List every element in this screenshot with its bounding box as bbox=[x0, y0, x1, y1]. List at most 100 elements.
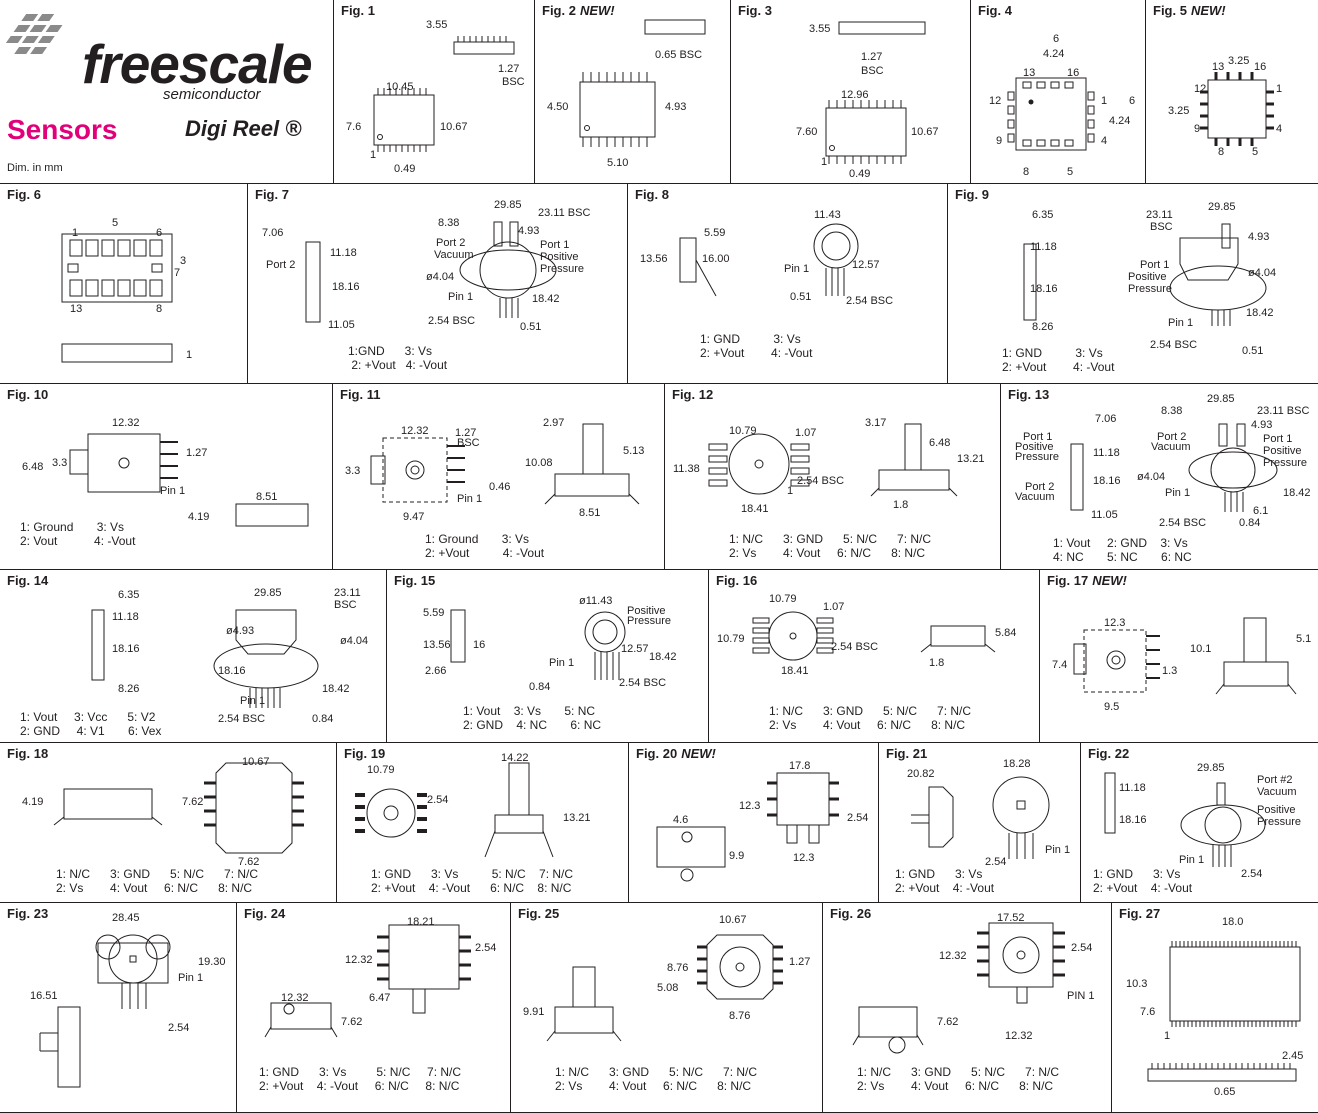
dim-label: 4.93 bbox=[665, 101, 686, 113]
dim-label: BSC bbox=[1150, 221, 1173, 233]
package-drawing-axial-unibody: 20.82 18.28 2.54 Pin 1 bbox=[907, 758, 1070, 868]
dim-label: 18.42 bbox=[322, 683, 350, 695]
dim-label: 9.5 bbox=[1104, 701, 1119, 713]
dim-label: 0.84 bbox=[529, 681, 550, 693]
dim-label: Pin 1 bbox=[784, 263, 809, 275]
dim-label: 4 bbox=[1276, 123, 1282, 135]
figure-title: Fig. 23 bbox=[7, 906, 49, 921]
dim-label: 2.54 bbox=[985, 856, 1006, 868]
dim-label: Positive bbox=[627, 605, 666, 617]
dim-label: 11.18 bbox=[1030, 241, 1057, 253]
figure-title: Fig. 26 bbox=[830, 906, 872, 921]
dim-label: 11.18 bbox=[1119, 782, 1146, 794]
figure-title: Fig. 9 bbox=[955, 187, 989, 202]
dim-label: 1.07 bbox=[795, 427, 816, 439]
dim-label: 8 bbox=[156, 303, 162, 315]
figure-title: Fig. 13 bbox=[1008, 387, 1050, 402]
pinout: 1: N/C 3: GND 5: N/C 7: N/C 2: Vs 4: Vou… bbox=[729, 532, 932, 560]
dim-label: 8.26 bbox=[118, 683, 139, 695]
dim-label: 6.47 bbox=[369, 992, 390, 1004]
dim-label: Port 2 bbox=[1025, 481, 1054, 493]
dim-label: 4.93 bbox=[1251, 419, 1272, 431]
dim-label: Positive bbox=[1257, 804, 1296, 816]
pinout: 1: GND 3: Vs 5: N/C 7: N/C 2: +Vout 4: -… bbox=[371, 867, 574, 895]
dim-label: 5.59 bbox=[704, 227, 725, 239]
dim-label: 10.67 bbox=[911, 126, 939, 138]
dim-label: ø4.04 bbox=[426, 271, 454, 283]
dim-label: Vacuum bbox=[1151, 441, 1191, 453]
dim-label: 2.54 BSC bbox=[831, 641, 878, 653]
dim-label: 2.54 bbox=[168, 1022, 189, 1034]
dim-label: 7.06 bbox=[262, 227, 283, 239]
brand-name: freescale bbox=[82, 33, 313, 95]
dim-label: Pin 1 bbox=[457, 493, 482, 505]
dim-label: Port 2 bbox=[266, 259, 295, 271]
dim-label: 0.84 bbox=[312, 713, 333, 725]
dim-label: 18.16 bbox=[112, 643, 140, 655]
dim-label: 1.27 bbox=[186, 447, 207, 459]
pinout: 1: N/C 3: GND 5: N/C 7: N/C 2: Vs 4: Vou… bbox=[857, 1065, 1060, 1093]
figure-14: Fig. 14 6.35 29.85 23.11 BSC 11.18 ø4.93… bbox=[0, 570, 387, 743]
dim-label: Vacuum bbox=[1257, 786, 1297, 798]
dim-label: Vacuum bbox=[1015, 491, 1055, 503]
package-drawing-dual-port: 29.85 23.11 BSC 7.06 8.38 4.93 11.18 Por… bbox=[262, 199, 590, 333]
dim-label: 12.32 bbox=[345, 954, 373, 966]
dim-label: Pin 1 bbox=[549, 657, 574, 669]
dim-label: 11.18 bbox=[330, 247, 357, 259]
dim-label: 8.51 bbox=[256, 491, 277, 503]
dim-label: 3.25 bbox=[1168, 105, 1189, 117]
dim-label: 8 bbox=[1023, 166, 1029, 178]
dim-label: ø4.04 bbox=[340, 635, 368, 647]
pinout: 1: GND 3: Vs 2: +Vout 4: -Vout bbox=[1093, 867, 1193, 895]
dim-label: PIN 1 bbox=[1067, 990, 1095, 1002]
pinout: 1: N/C 3: GND 5: N/C 7: N/C 2: Vs 4: Vou… bbox=[56, 867, 259, 895]
dim-label: 7.62 bbox=[937, 1016, 958, 1028]
dim-label: 23.11 bbox=[1146, 209, 1173, 221]
package-drawing-dual-barb: 17.8 12.3 2.54 4.6 9.9 12.3 bbox=[656, 760, 868, 882]
dim-label: Positive bbox=[540, 251, 579, 263]
dim-label: 12.32 bbox=[939, 950, 967, 962]
dim-label: 2.54 BSC bbox=[797, 475, 844, 487]
dim-label: 18.21 bbox=[407, 916, 435, 928]
dim-label: 1 bbox=[370, 149, 376, 161]
figure-title: Fig. 7 bbox=[255, 187, 289, 202]
figure-title: Fig. 1 bbox=[341, 3, 375, 18]
dim-label: 8.76 bbox=[667, 962, 688, 974]
dim-label: 13.21 bbox=[957, 453, 985, 465]
dim-label: 12.3 bbox=[739, 800, 760, 812]
dim-label: 10.79 bbox=[769, 593, 797, 605]
dim-label: 2.54 bbox=[1241, 868, 1262, 880]
package-drawing-smt-side-port: 17.52 12.32 2.54 PIN 1 7.62 12.32 bbox=[852, 912, 1095, 1054]
pinout: 1:GND 3: Vs 2: +Vout 4: -Vout bbox=[348, 344, 448, 372]
figure-27: Fig. 27 18.0 10.3 7.6 1 2.45 0.65 bbox=[1112, 903, 1318, 1113]
dim-label: Pressure bbox=[1015, 451, 1059, 463]
dim-label: 10.79 bbox=[729, 425, 757, 437]
dim-label: 3.55 bbox=[426, 19, 447, 31]
dim-label: 0.65 bbox=[1214, 1086, 1235, 1098]
dim-label: 2.54 bbox=[847, 812, 868, 824]
dim-label: 7.62 bbox=[341, 1016, 362, 1028]
dim-label: 16 bbox=[1254, 61, 1266, 73]
dim-label: 4.24 bbox=[1109, 115, 1130, 127]
dim-label: 6 bbox=[1129, 95, 1135, 107]
figure-19: Fig. 19 10.79 2.54 14.22 13.21 1: GND 3:… bbox=[337, 743, 629, 903]
dim-label: 1.27 bbox=[789, 956, 810, 968]
dim-label: 8.51 bbox=[579, 507, 600, 519]
dim-label: 18.16 bbox=[1119, 814, 1147, 826]
pinout: 1: Vout 3: Vcc 5: V2 2: GND 4: V1 6: Vex bbox=[20, 710, 162, 738]
dim-label: 7.6 bbox=[346, 121, 361, 133]
dim-label: 12.96 bbox=[841, 89, 869, 101]
package-drawing-smt-axial: 12.3 7.4 1.3 10.1 5.1 9.5 bbox=[1052, 617, 1311, 713]
figure-title: Fig. 18 bbox=[7, 746, 49, 761]
dim-label: 18.16 bbox=[218, 665, 246, 677]
figure-3: Fig. 3 3.55 1.27 BSC 12.96 7.60 10.67 1 … bbox=[731, 0, 971, 184]
figure-title: Fig. 21 bbox=[886, 746, 928, 761]
dim-label: 6.48 bbox=[929, 437, 950, 449]
figure-title: Fig. 3 bbox=[738, 3, 772, 18]
dim-label: 5 bbox=[1252, 146, 1258, 158]
dim-label: 18.16 bbox=[1030, 283, 1058, 295]
dim-label: 4.93 bbox=[1248, 231, 1269, 243]
package-drawing-small-outline: 12.32 1.27 6.48 3.3 Pin 1 8.51 4.19 bbox=[22, 417, 309, 527]
